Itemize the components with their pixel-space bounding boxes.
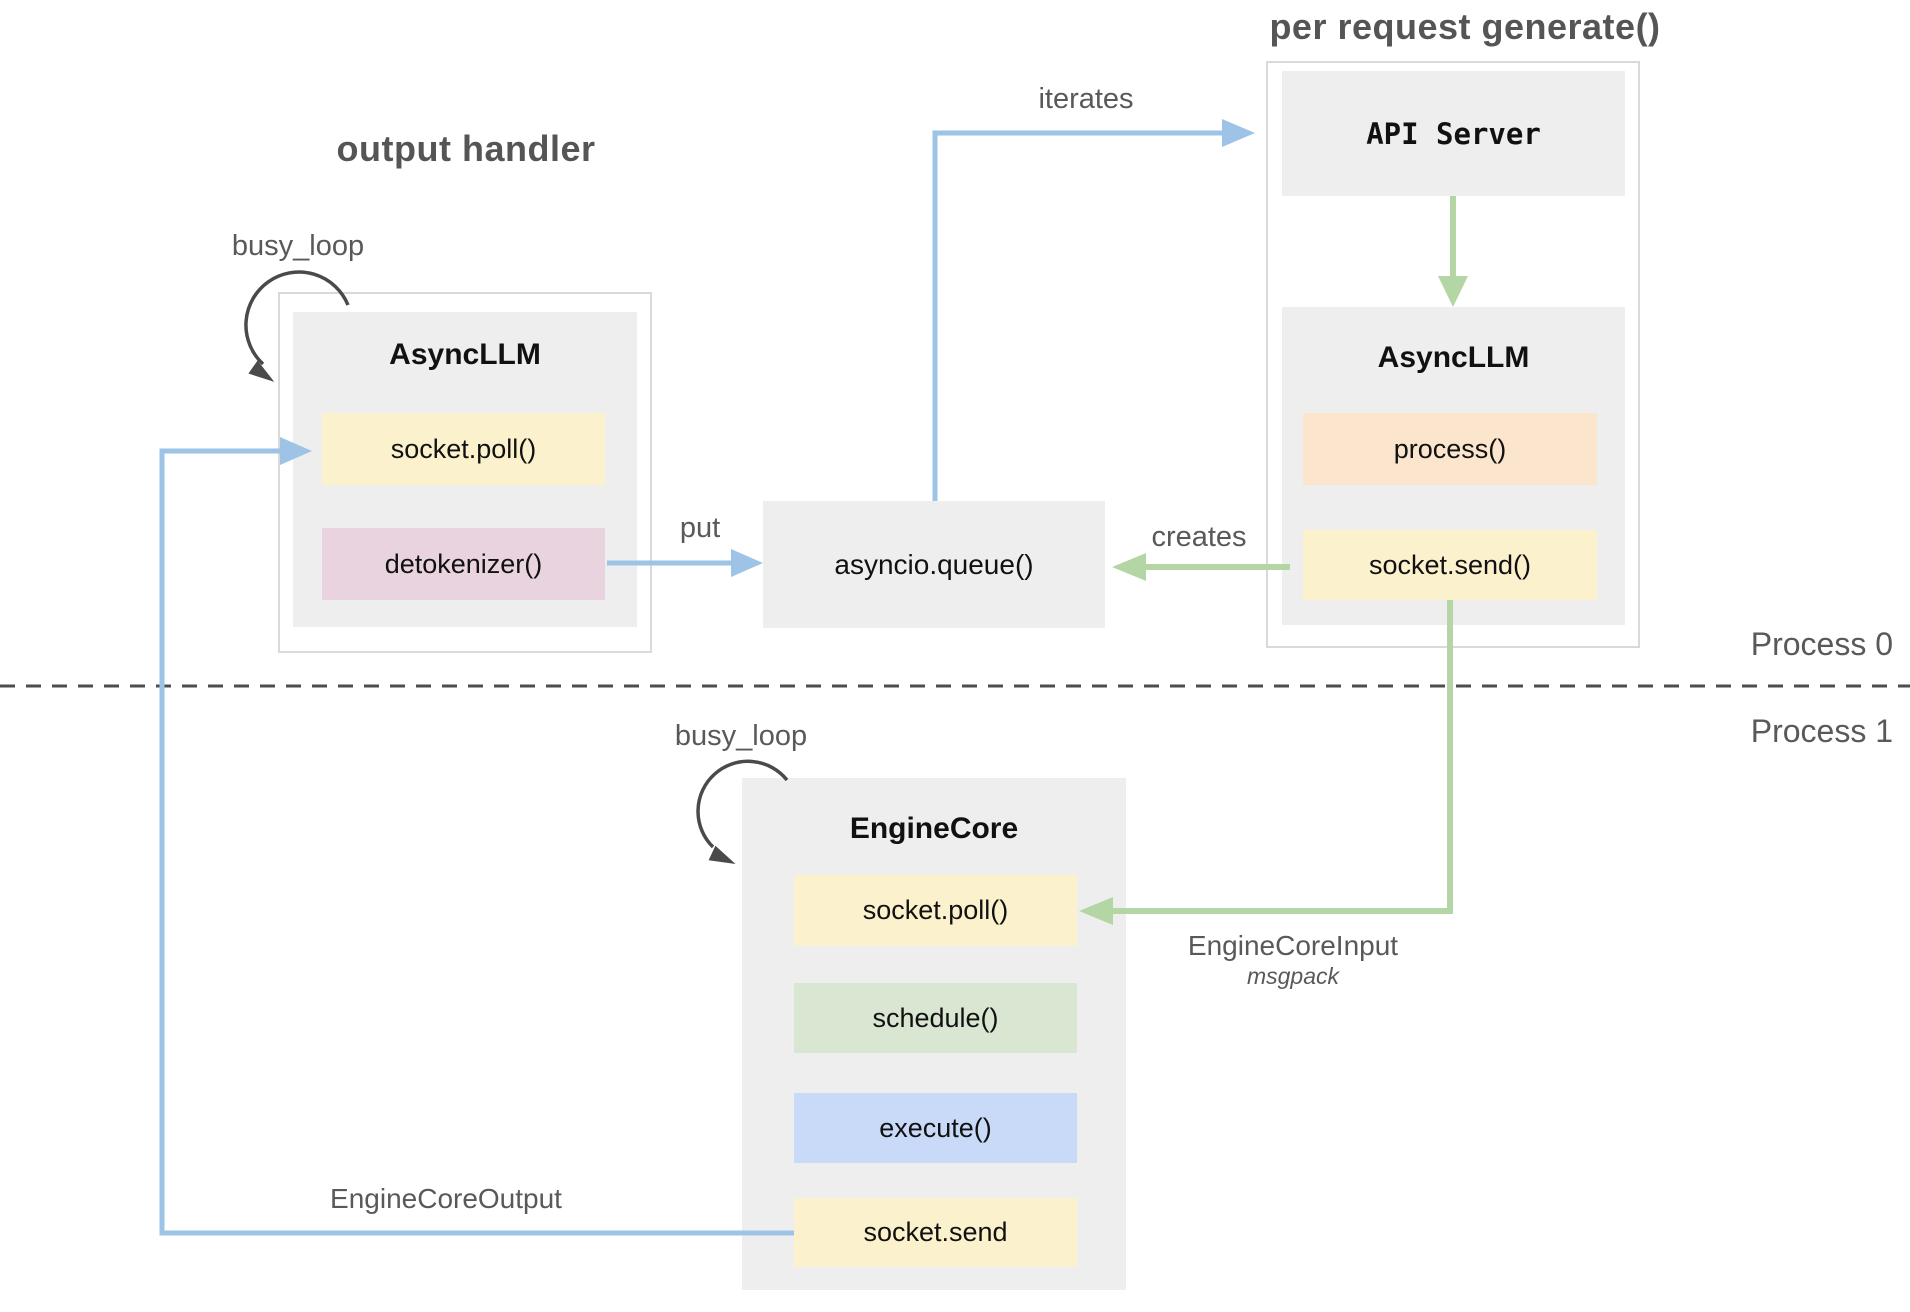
socket-send-chip-request: socket.send() [1303, 530, 1597, 600]
engine-core-output-label: EngineCoreOutput [330, 1183, 562, 1214]
detokenizer-chip: detokenizer() [322, 528, 605, 600]
schedule-chip: schedule() [794, 983, 1077, 1053]
busy-loop-bottom-arrowhead-icon [708, 845, 736, 864]
busy-loop-top-label: busy_loop [231, 230, 365, 262]
busy-loop-top-arc [244, 270, 350, 366]
put-label: put [679, 512, 721, 544]
msgpack-label: msgpack [1246, 963, 1340, 989]
creates-arrowhead-icon [1112, 553, 1146, 581]
engine-core-input-arrowhead-icon [1079, 897, 1113, 925]
engine-core-input-label: EngineCoreInput [1187, 930, 1399, 961]
api-server-node: API Server [1282, 71, 1625, 196]
socket-poll-chip-engine: socket.poll() [794, 875, 1077, 946]
async-llm-request-title: AsyncLLM [1377, 341, 1530, 374]
iterates-arrowhead-icon [1222, 119, 1255, 147]
busy-loop-bottom-label: busy_loop [674, 720, 808, 752]
engine-core-output-arrow-line [159, 448, 794, 1236]
engine-core-title: EngineCore [849, 812, 1019, 845]
engine-core-output-arrowhead-icon [280, 437, 312, 465]
creates-label: creates [1151, 521, 1247, 553]
put-arrowhead-icon [731, 549, 763, 577]
api-server-title: API Server [1366, 116, 1541, 151]
socket-poll-chip-output: socket.poll() [322, 413, 605, 485]
process1-label: Process 1 [1750, 713, 1893, 749]
process0-label: Process 0 [1750, 626, 1893, 662]
per-request-section-title: per request generate() [1269, 6, 1661, 47]
engine-core-input-arrow-line [1113, 600, 1453, 914]
process-chip: process() [1303, 413, 1597, 485]
socket-send-chip-engine: socket.send [794, 1198, 1077, 1267]
asyncio-queue-node: asyncio.queue() [763, 501, 1105, 628]
iterates-label: iterates [1038, 83, 1134, 115]
api-to-asyncllm-arrowhead-icon [1438, 276, 1468, 307]
output-handler-section-title: output handler [336, 128, 596, 169]
busy-loop-bottom-arc [696, 759, 789, 849]
busy-loop-top-arrowhead-icon [248, 360, 275, 382]
execute-chip: execute() [794, 1093, 1077, 1163]
iterates-arrow-line [932, 130, 1222, 501]
async-llm-output-title: AsyncLLM [389, 338, 541, 371]
